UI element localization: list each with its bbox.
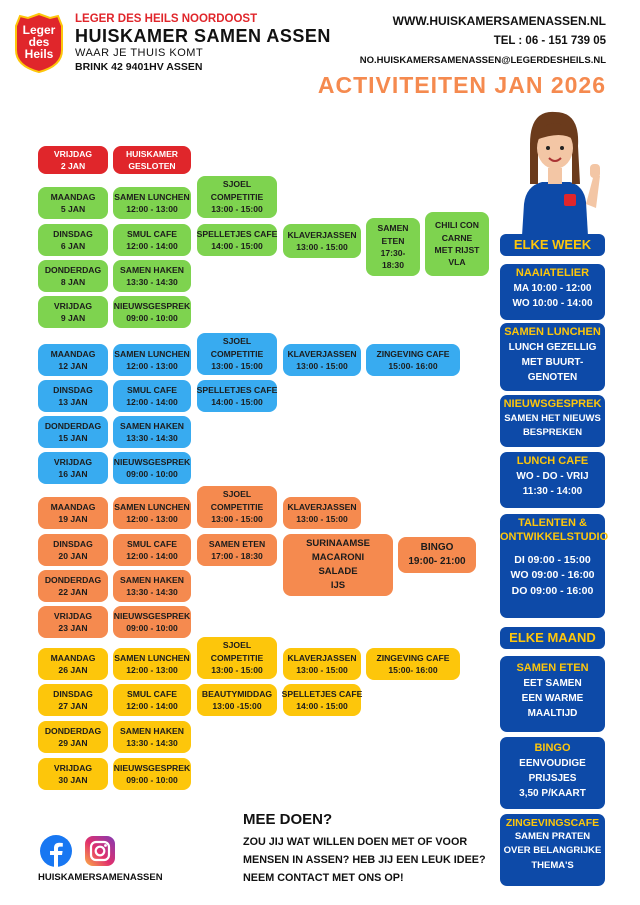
card-bingo: BINGO EENVOUDIGE PRIJSJES 3,50 P/KAART — [500, 737, 605, 809]
card-samen-eten: SAMEN ETEN EET SAMEN EEN WARME MAALTIJD — [500, 656, 605, 732]
mascot-illustration — [500, 104, 610, 236]
card-talenten-ontwikkelstudio: TALENTEN & ONTWIKKELSTUDIO DI 09:00 - 15… — [500, 514, 609, 618]
instagram-icon[interactable] — [84, 835, 116, 867]
card-title: SAMEN LUNCHEN — [504, 326, 601, 338]
card-title: SAMEN ETEN — [516, 662, 589, 674]
logo-line-1: Leger — [22, 23, 56, 37]
phone-number: TEL : 06 - 151 739 05 — [493, 35, 606, 47]
org-name: LEGER DES HEILS NOORDOOST — [75, 13, 258, 25]
card-title: LUNCH CAFE — [516, 455, 589, 467]
card-title: NAAIATELIER — [515, 267, 590, 279]
card-title: ZINGEVINGSCAFE — [505, 817, 600, 829]
email-address[interactable]: NO.HUISKAMERSAMENASSEN@LEGERDESHEILS.NL — [359, 55, 606, 66]
website-link[interactable]: WWW.HUISKAMERSAMENASSEN.NL — [392, 14, 606, 28]
tagline: WAAR JE THUIS KOMT — [75, 47, 204, 59]
logo-line-2: des — [28, 35, 50, 49]
activities-title: ACTIVITEITEN JAN 2026 — [317, 72, 606, 98]
card-zingevingscafe: ZINGEVINGSCAFE SAMEN PRATEN OVER BELANGR… — [500, 814, 605, 886]
card-lunch-cafe: LUNCH CAFE WO - DO - VRIJ 11:30 - 14:00 — [500, 452, 605, 508]
address: BRINK 42 9401HV ASSEN — [75, 61, 203, 73]
card-title-2: ONTWIKKELSTUDIO — [500, 530, 609, 543]
page-title: HUISKAMER SAMEN ASSEN — [75, 26, 331, 46]
card-naaiatelier: NAAIATELIER MA 10:00 - 12:00 WO 10:00 - … — [500, 264, 605, 320]
logo-line-3: Heils — [24, 47, 54, 61]
facebook-icon[interactable] — [40, 835, 72, 867]
card-title: BINGO — [534, 742, 571, 754]
social-handle: HUISKAMERSAMENASSEN — [38, 872, 163, 883]
card-nieuwsgesprek: NIEUWSGESPREK SAMEN HET NIEUWS BESPREKEN — [500, 395, 605, 447]
card-samen-lunchen: SAMEN LUNCHEN LUNCH GEZELLIG MET BUURT- … — [500, 323, 605, 391]
elke-week-heading: ELKE WEEK — [500, 234, 605, 256]
card-title: TALENTEN & — [518, 517, 587, 529]
elke-maand-heading: ELKE MAAND — [500, 627, 605, 649]
card-title: NIEUWSGESPREK — [503, 398, 602, 410]
salvation-army-logo: Leger des Heils — [12, 12, 66, 74]
call-to-action-text: ZOU JIJ WAT WILLEN DOEN MET OF VOOR MENS… — [243, 836, 486, 884]
mee-doen-heading: MEE DOEN? — [243, 811, 333, 828]
